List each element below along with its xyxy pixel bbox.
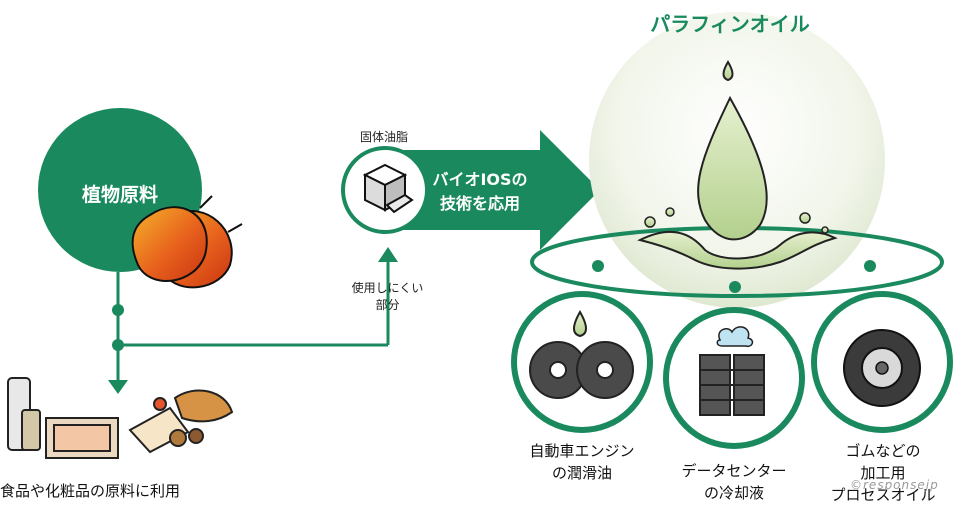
technology-line-2: 技術を応用: [439, 194, 520, 213]
tire-icon: [843, 329, 921, 407]
small-drop-icon: [573, 309, 587, 338]
server-rack-icon: [699, 354, 765, 416]
engine-oil-line-1: 自動車エンジン: [529, 442, 635, 460]
rubber-line-3: プロセスオイル: [830, 486, 936, 504]
food-cosmetics-icon: [7, 377, 234, 459]
plant-connectors: [116, 262, 390, 382]
down-arrow-icon: [108, 380, 128, 394]
datacenter-label: データセンター の冷却液: [654, 460, 814, 504]
engine-oil-line-2: の潤滑油: [551, 464, 612, 482]
hard-to-use-line-2: 部分: [375, 298, 400, 312]
rubber-line-2: 加工用: [860, 464, 906, 482]
rubber-line-1: ゴムなどの: [845, 442, 921, 460]
ring-dot-right: [864, 260, 876, 272]
technology-line-1: バイオIOSの: [432, 170, 528, 189]
title: パラフィンオイル: [650, 12, 810, 36]
datacenter-line-1: データセンター: [681, 462, 787, 480]
watermark: ©responsejp: [850, 478, 939, 492]
solid-fat-label: 固体油脂: [360, 130, 409, 144]
plant-material-label: 植物原料: [81, 184, 158, 206]
technology-arrow: [390, 130, 600, 250]
cloud-icon: [716, 326, 754, 348]
hard-to-use-label: 使用しにくい 部分: [330, 280, 445, 314]
gear-icon: [529, 341, 634, 399]
plant-junction-dot: [112, 304, 124, 316]
ring-dot-left: [592, 260, 604, 272]
datacenter-line-2: の冷却液: [703, 484, 764, 502]
solid-fat-cube-icon: [362, 163, 414, 214]
rubber-label: ゴムなどの 加工用 プロセスオイル: [808, 440, 958, 506]
engine-oil-label: 自動車エンジン の潤滑油: [502, 440, 662, 484]
ring-dot-center: [729, 281, 741, 293]
hard-to-use-line-1: 使用しにくい: [351, 281, 424, 295]
up-arrow-icon: [378, 247, 398, 262]
process-junction-dot: [112, 339, 124, 351]
mango-icon: [131, 195, 243, 289]
food-cosmetics-label: 食品や化粧品の原料に利用: [0, 482, 181, 500]
oil-drop-icon: [637, 60, 838, 270]
technology-label: バイオIOSの 技術を応用: [400, 168, 560, 216]
